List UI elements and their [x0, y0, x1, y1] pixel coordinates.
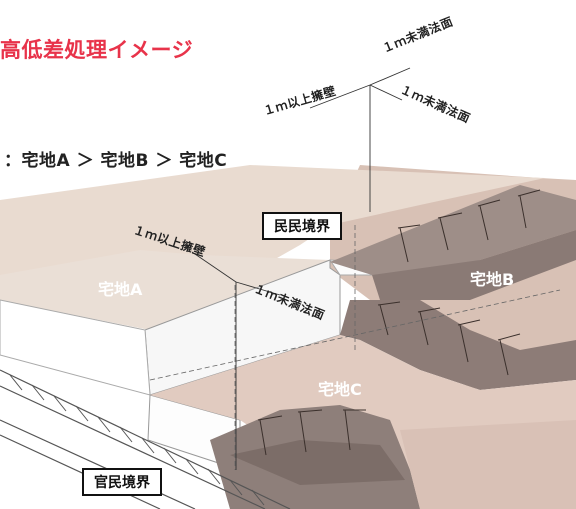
page-title: 高低差処理イメージ [0, 38, 194, 62]
slope-upper [330, 185, 576, 275]
height-order-text: ：宅地A ＞ 宅地B ＞ 宅地C [4, 151, 228, 171]
plot-c-label: 宅地C [318, 380, 362, 399]
public-boundary-label: 官民境界 [82, 468, 162, 496]
slope-middle [340, 300, 576, 390]
road-edge [0, 369, 291, 509]
plot-a-label: 宅地A [98, 280, 143, 299]
private-boundary-label: 民民境界 [262, 212, 342, 240]
plot-b-label: 宅地B [470, 270, 515, 289]
